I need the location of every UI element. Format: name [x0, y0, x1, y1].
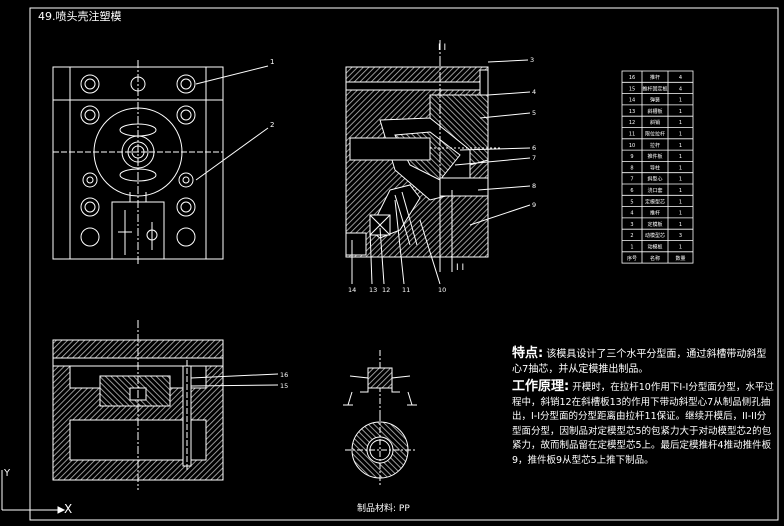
parts-table-no: 1 — [630, 245, 633, 251]
parts-table-qty: 1 — [679, 120, 682, 126]
drawing-title: 49.喷头壳注塑模 — [38, 10, 122, 23]
parts-table-qty: 4 — [679, 86, 682, 92]
callout-1: 1 — [270, 58, 274, 66]
parts-table-name: 弹簧 — [650, 97, 660, 104]
parts-table-no: 4 — [630, 211, 633, 217]
parts-table-name: 斜槽板 — [647, 108, 662, 115]
axis-x-label: X — [64, 502, 73, 516]
parts-table-no: 6 — [630, 188, 633, 194]
product-plan-view — [345, 415, 415, 485]
callout-11: 11 — [402, 286, 410, 294]
parts-table-qty: 1 — [679, 109, 682, 115]
parts-table-no: 12 — [629, 120, 635, 126]
callout-3: 3 — [530, 56, 534, 64]
axis-y-label: Y — [4, 468, 11, 479]
callout-5: 5 — [532, 109, 536, 117]
lower-section-view — [52, 320, 279, 490]
callout-10: 10 — [438, 286, 446, 294]
parts-table-qty: 1 — [679, 165, 682, 171]
working-principle-notes: 工作原理: 开模时，在拉杆10作用下I-I分型面分型，水平过程中，斜销12在斜槽… — [512, 379, 774, 468]
parts-table-no: 9 — [630, 154, 633, 160]
parts-table-no: 8 — [630, 165, 633, 171]
parts-table-qty: 1 — [679, 143, 682, 149]
feature-heading: 特点: — [512, 346, 544, 361]
parts-table-name: 浇口套 — [647, 187, 662, 194]
parts-table-no: 13 — [629, 109, 635, 115]
parts-table-qty: 数量 — [675, 255, 685, 262]
section-label-top: I I — [438, 43, 446, 53]
parts-table-qty: 1 — [679, 132, 682, 138]
feature-notes: 特点: 该模具设计了三个水平分型面，通过斜槽带动斜型心7抽芯，并从定模推出制品。 — [512, 346, 774, 377]
parts-table-qty: 1 — [679, 188, 682, 194]
principle-heading: 工作原理: — [512, 379, 570, 394]
parts-table-name: 推杆 — [650, 210, 660, 217]
parts-table-no: 11 — [629, 132, 635, 138]
plan-view — [52, 60, 269, 265]
parts-table-name: 斜销 — [650, 119, 660, 126]
parts-table-qty: 1 — [679, 98, 682, 104]
callout-8: 8 — [532, 182, 536, 190]
parts-table-name: 推杆 — [650, 74, 660, 81]
material-label: 制品材料: PP — [357, 504, 410, 514]
section-label-bottom: I I — [456, 263, 464, 273]
parts-table-no: 序号 — [627, 255, 637, 262]
callout-9: 9 — [532, 201, 536, 209]
parts-table-qty: 1 — [679, 222, 682, 228]
drawing-frame — [29, 7, 779, 521]
parts-table-name: 限位拉杆 — [645, 131, 665, 138]
parts-table-qty: 4 — [679, 75, 682, 81]
parts-table-name: 导柱 — [650, 164, 660, 171]
callout-6: 6 — [532, 144, 536, 152]
product-side-view — [343, 350, 417, 420]
parts-table-qty: 1 — [679, 177, 682, 183]
parts-table-qty: 1 — [679, 199, 682, 205]
callout-2: 2 — [270, 121, 274, 129]
parts-table-no: 16 — [629, 75, 635, 81]
parts-table-no: 3 — [630, 222, 633, 228]
main-section-view — [345, 40, 531, 285]
parts-table-name: 定模板 — [647, 221, 662, 228]
callout-16: 16 — [280, 371, 288, 379]
parts-table-name: 拉杆 — [650, 142, 660, 149]
parts-table-qty: 3 — [679, 233, 682, 239]
feature-text: 该模具设计了三个水平分型面，通过斜槽带动斜型心7抽芯，并从定模推出制品。 — [512, 349, 767, 375]
parts-table-name: 定模型芯 — [645, 198, 665, 205]
principle-text: 开模时，在拉杆10作用下I-I分型面分型，水平过程中，斜销12在斜槽板13的作用… — [512, 382, 774, 466]
parts-table-no: 10 — [629, 143, 635, 149]
parts-table-no: 2 — [630, 233, 633, 239]
parts-table-no: 7 — [630, 177, 633, 183]
callout-7: 7 — [532, 154, 536, 162]
callout-15: 15 — [280, 382, 288, 390]
parts-table-qty: 1 — [679, 154, 682, 160]
parts-table-no: 5 — [630, 199, 633, 205]
parts-table-name: 推件板 — [647, 153, 662, 160]
parts-table-border — [621, 70, 694, 264]
parts-table-name: 动模板 — [647, 244, 662, 251]
ucs-axis-icon — [1, 470, 66, 514]
callout-12: 12 — [382, 286, 390, 294]
parts-table-no: 14 — [629, 98, 635, 104]
callout-13: 13 — [369, 286, 377, 294]
callout-4: 4 — [532, 88, 536, 96]
parts-table-qty: 1 — [679, 245, 682, 251]
parts-table-name: 名称 — [650, 255, 660, 262]
parts-table-name: 动模型芯 — [645, 232, 665, 239]
parts-table-name: 推杆固定板 — [642, 85, 667, 92]
parts-table-no: 15 — [629, 86, 635, 92]
parts-table-qty: 1 — [679, 211, 682, 217]
callout-14: 14 — [348, 286, 356, 294]
parts-table-name: 斜型心 — [647, 176, 662, 183]
